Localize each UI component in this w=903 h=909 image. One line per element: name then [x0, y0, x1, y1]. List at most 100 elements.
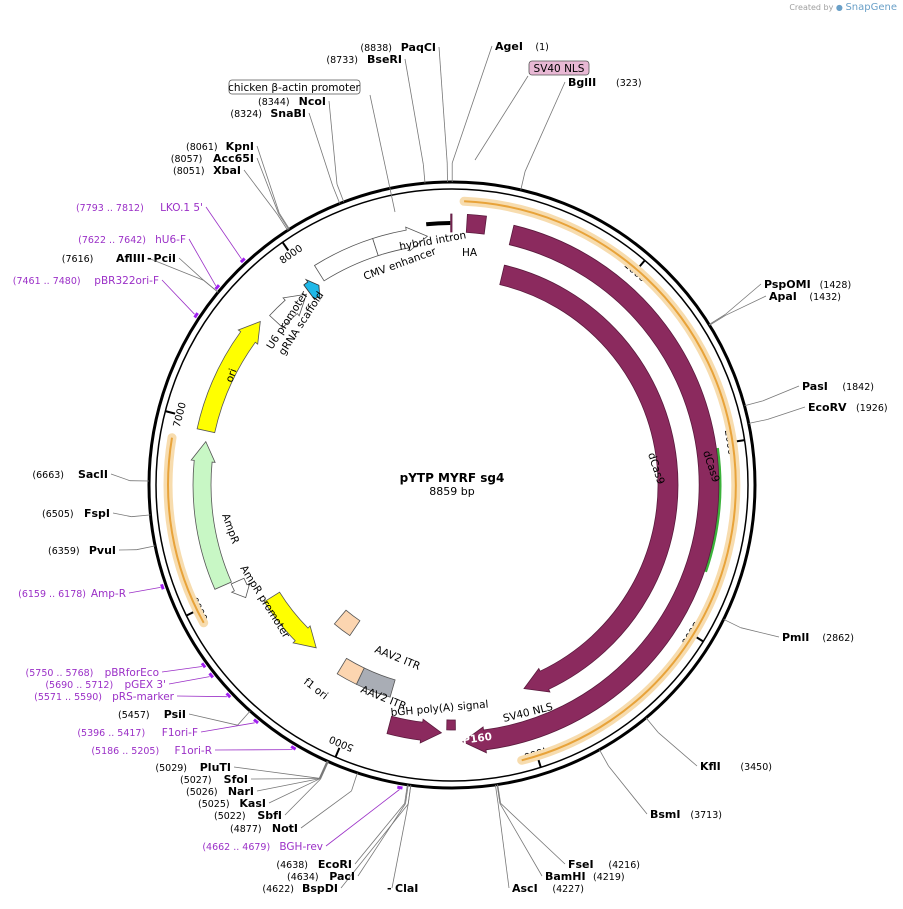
- site-leader: [147, 257, 204, 281]
- u6-promoter-arrow: [269, 293, 307, 329]
- site-name: SbfI: [257, 809, 282, 822]
- restriction-site: PciI: [154, 252, 219, 293]
- site-leader-radial: [277, 214, 289, 231]
- primer-mark: [397, 785, 403, 790]
- map-center: pYTP MYRF sg4 8859 bp: [400, 471, 505, 498]
- site-leader-radial: [404, 784, 408, 804]
- credit-brand: SnapGene: [845, 2, 897, 13]
- site-name: NcoI: [299, 95, 326, 108]
- restriction-site: SbfI(5022): [214, 761, 329, 822]
- primer-name: pGEX 3': [124, 679, 166, 691]
- primer-position: (7793 .. 7812): [76, 203, 144, 214]
- site-position: (7616): [62, 254, 94, 265]
- vp160-arrow: [386, 715, 443, 744]
- ampr-promoter-arrow: [230, 577, 251, 599]
- site-leader-radial: [708, 314, 726, 325]
- site-leader: [233, 766, 320, 779]
- site-name: BglII: [568, 76, 596, 89]
- restriction-site: XbaI(8051): [173, 164, 289, 231]
- primer-position: (7622 .. 7642): [78, 235, 146, 246]
- restriction-site: BglII (323): [520, 76, 642, 190]
- site-leader-radial: [278, 212, 290, 230]
- site-leader-radial: [203, 279, 219, 293]
- site-name: SfoI: [224, 773, 248, 786]
- primer-name: F1ori-F: [162, 727, 198, 739]
- site-position: (6663): [32, 470, 64, 481]
- primer-site: F1ori-R(5186 .. 5205): [91, 745, 297, 757]
- restriction-site: KpnI(8061): [186, 140, 290, 230]
- primer-site: pBR322ori-F(7461 .. 7480): [13, 275, 199, 319]
- site-position: (8057): [171, 154, 203, 165]
- site-position: (4638): [276, 860, 308, 871]
- site-leader: [243, 169, 278, 215]
- hybrid-intron-line: [426, 221, 451, 227]
- site-position: (1): [535, 42, 548, 53]
- site-name: FseI: [568, 858, 594, 871]
- feature-label-sv40-nls-top: SV40 NLS: [534, 63, 585, 75]
- site-position: (2862): [822, 633, 854, 644]
- site-name: PacI: [329, 870, 355, 883]
- site-position: (4227): [552, 884, 584, 895]
- ampr-arrow: [190, 440, 232, 590]
- site-leader-radial: [748, 419, 768, 424]
- primer-name: BGH-rev: [279, 841, 323, 853]
- restriction-site: PacI(4634): [287, 784, 409, 883]
- site-name: AflIII: [116, 252, 145, 265]
- primer-site: pBRforEco (5750 .. 5768): [26, 662, 207, 679]
- site-leader-radial: [131, 514, 151, 518]
- primer-site: BGH-rev (4662 .. 4679): [202, 785, 403, 853]
- site-leader: [438, 46, 448, 164]
- site-position: (8733): [326, 55, 358, 66]
- site-leader: [657, 732, 698, 767]
- site-position: (1926): [856, 403, 888, 414]
- primer-name: pBRforEco: [105, 667, 159, 679]
- site-leader: [256, 145, 280, 214]
- snapgene-logo-icon: ●: [835, 3, 843, 12]
- site-name: SacII: [78, 468, 108, 481]
- site-name: PsiI: [164, 708, 186, 721]
- site-position: (323): [616, 78, 642, 89]
- restriction-site: KflI(3450): [645, 717, 772, 773]
- chicken-beta-actin-promoter-arrow: [372, 226, 429, 257]
- site-leader-radial: [336, 184, 345, 203]
- primer-leader: [200, 722, 255, 733]
- primer-mark: [200, 662, 207, 669]
- primer-position: (5750 .. 5768): [26, 668, 94, 679]
- site-leader: [284, 778, 321, 816]
- site-leader: [354, 803, 405, 865]
- primer-position: (5690 .. 5712): [45, 680, 113, 691]
- feature-label-ampr: AmpR: [219, 512, 241, 546]
- feature-label-chicken-beta-actin: chicken β-actin promoter: [228, 82, 360, 94]
- site-name: PspOMI: [764, 278, 811, 291]
- site-position: (6359): [48, 546, 80, 557]
- orange-track-2: [167, 437, 205, 624]
- site-leader: [740, 627, 780, 638]
- primer-leader: [168, 676, 210, 685]
- site-leader-radial: [599, 749, 610, 767]
- restriction-sites: AgeI(1)BglII(323)PspOMI(1428)ApaI(1432)P…: [32, 40, 887, 895]
- site-leader: [725, 295, 767, 316]
- primer-site: F1ori-F(5396 .. 5417): [77, 718, 259, 739]
- site-position: (3713): [690, 810, 722, 821]
- feature-label-aav2-itr-1: AAV2 ITR: [373, 644, 422, 673]
- cba-leader: [369, 94, 396, 213]
- site-leader: [404, 58, 424, 165]
- site-leader: [328, 100, 338, 185]
- restriction-site: EcoRI(4638): [276, 784, 408, 871]
- restriction-site: PasI(1842): [744, 380, 874, 407]
- plasmid-length: 8859 bp: [429, 485, 474, 498]
- restriction-site: SfoI(5027): [180, 761, 328, 786]
- site-name: SnaBI: [270, 107, 306, 120]
- restriction-site: EcoRV(1926): [748, 401, 888, 424]
- site-name: KpnI: [226, 140, 254, 153]
- site-position: (1428): [820, 280, 852, 291]
- restriction-site: BsmI(3713): [599, 749, 722, 821]
- site-leader-radial: [407, 785, 412, 805]
- sv40-nls-arrow: [446, 719, 456, 731]
- site-leader-radial: [332, 185, 341, 204]
- site-position: (1842): [842, 382, 874, 393]
- primer-leader: [176, 695, 227, 698]
- primer-position: (4662 .. 4679): [202, 842, 270, 853]
- feature-label-f1-ori: f1 ori: [301, 676, 330, 702]
- green-feature-line: [704, 447, 722, 573]
